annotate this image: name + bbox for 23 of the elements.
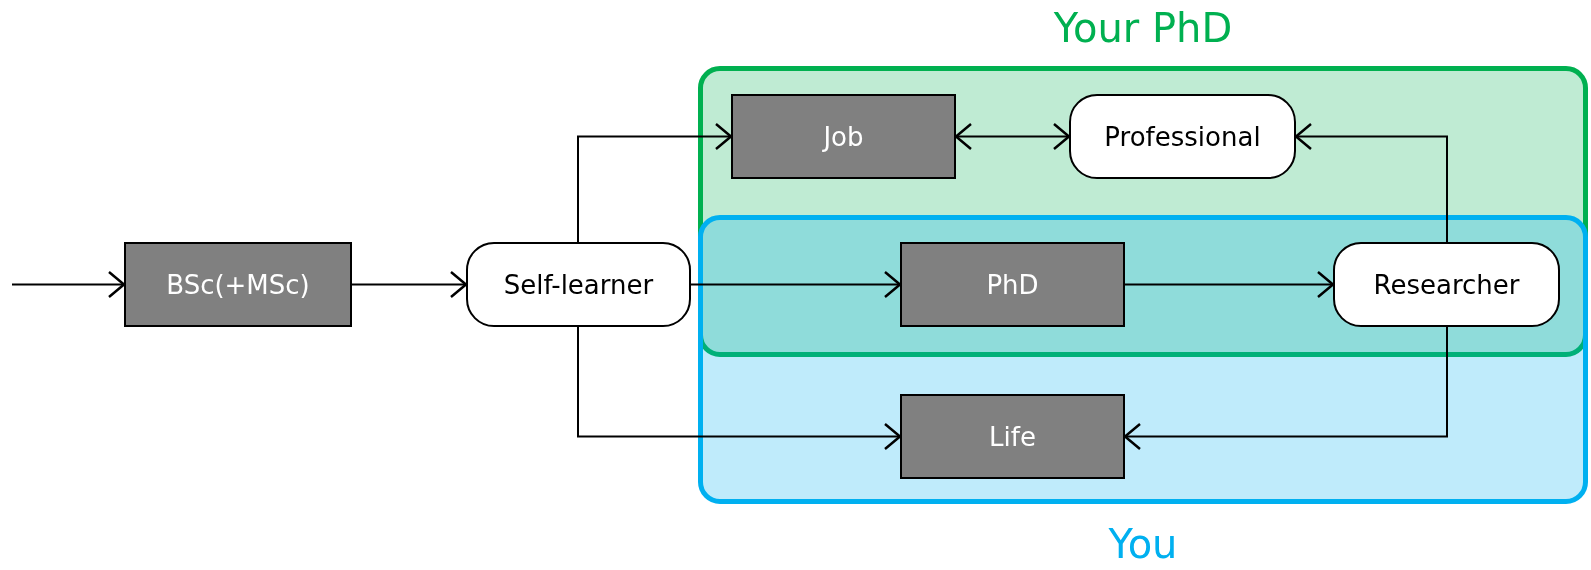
arrow xyxy=(577,122,733,243)
arrow xyxy=(1294,122,1448,243)
rounded-box xyxy=(1069,94,1296,179)
group-heading: Your PhD xyxy=(1052,5,1234,51)
node-label: Job xyxy=(823,121,864,152)
group-heading: You xyxy=(1107,521,1179,567)
process-box xyxy=(900,242,1125,327)
process-box xyxy=(900,394,1125,479)
rounded-box xyxy=(1333,242,1560,327)
arrow xyxy=(1124,270,1335,299)
node-label: Professional xyxy=(1104,121,1261,152)
node-label: Life xyxy=(989,421,1036,452)
node-label: BSc(+MSc) xyxy=(166,269,310,300)
arrow xyxy=(577,326,902,451)
arrow xyxy=(351,270,468,299)
process-box xyxy=(124,242,352,327)
rounded-box xyxy=(466,242,691,327)
arrow xyxy=(690,270,902,299)
arrow xyxy=(11,270,126,299)
node-label: Researcher xyxy=(1373,269,1520,300)
process-box xyxy=(731,94,956,179)
node-label: Self-learner xyxy=(503,269,654,300)
node-label: PhD xyxy=(986,269,1039,300)
